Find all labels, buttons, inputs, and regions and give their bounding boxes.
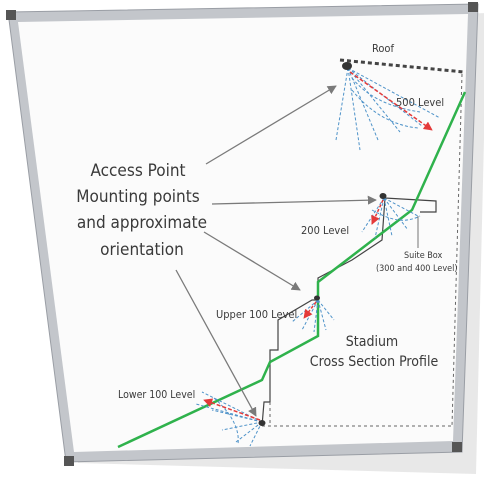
access-point-suite: [379, 193, 387, 199]
callout-line-1: Access Point: [90, 161, 185, 181]
callout-arrow-suite: [211, 195, 377, 205]
frame-corner: [64, 456, 74, 466]
orientation-arrow-upper100: [303, 301, 317, 319]
coverage-suite: [361, 197, 421, 239]
orientation-arrow-roof: [349, 71, 433, 131]
callout-arrow-roof: [205, 85, 337, 165]
frame-corner: [6, 10, 16, 20]
suite-box-sublabel: (300 and 400 Level): [376, 264, 458, 274]
access-point-upper100: [314, 295, 320, 301]
frame-corner: [468, 2, 478, 12]
whiteboard-surface: [18, 14, 468, 452]
suite-box-label: Suite Box: [404, 251, 442, 261]
access-point-lower100: [258, 420, 266, 426]
callout-line-4: orientation: [100, 240, 184, 260]
lower-100-label: Lower 100 Level: [118, 389, 195, 401]
level-500-label: 500 Level: [396, 96, 444, 109]
level-200-label: 200 Level: [301, 224, 349, 237]
callout-arrow-upper100: [203, 231, 301, 291]
callout-line-3: and approximate: [77, 213, 207, 233]
stadium-label: Stadium: [346, 334, 398, 350]
orientation-arrow-suite: [371, 199, 384, 225]
roof-label: Roof: [372, 42, 394, 55]
seating-rake-line: [117, 91, 467, 449]
access-point-roof: [342, 62, 352, 70]
callout-text: Access Point Mounting points and approxi…: [76, 161, 207, 260]
callout-line-2: Mounting points: [76, 187, 199, 207]
frame-corner: [452, 442, 462, 452]
callout-arrow-lower100: [175, 269, 257, 417]
upper-100-label: Upper 100 Level: [216, 308, 297, 321]
roof-right-wall: [451, 73, 463, 427]
cross-section-label: Cross Section Profile: [310, 354, 439, 370]
